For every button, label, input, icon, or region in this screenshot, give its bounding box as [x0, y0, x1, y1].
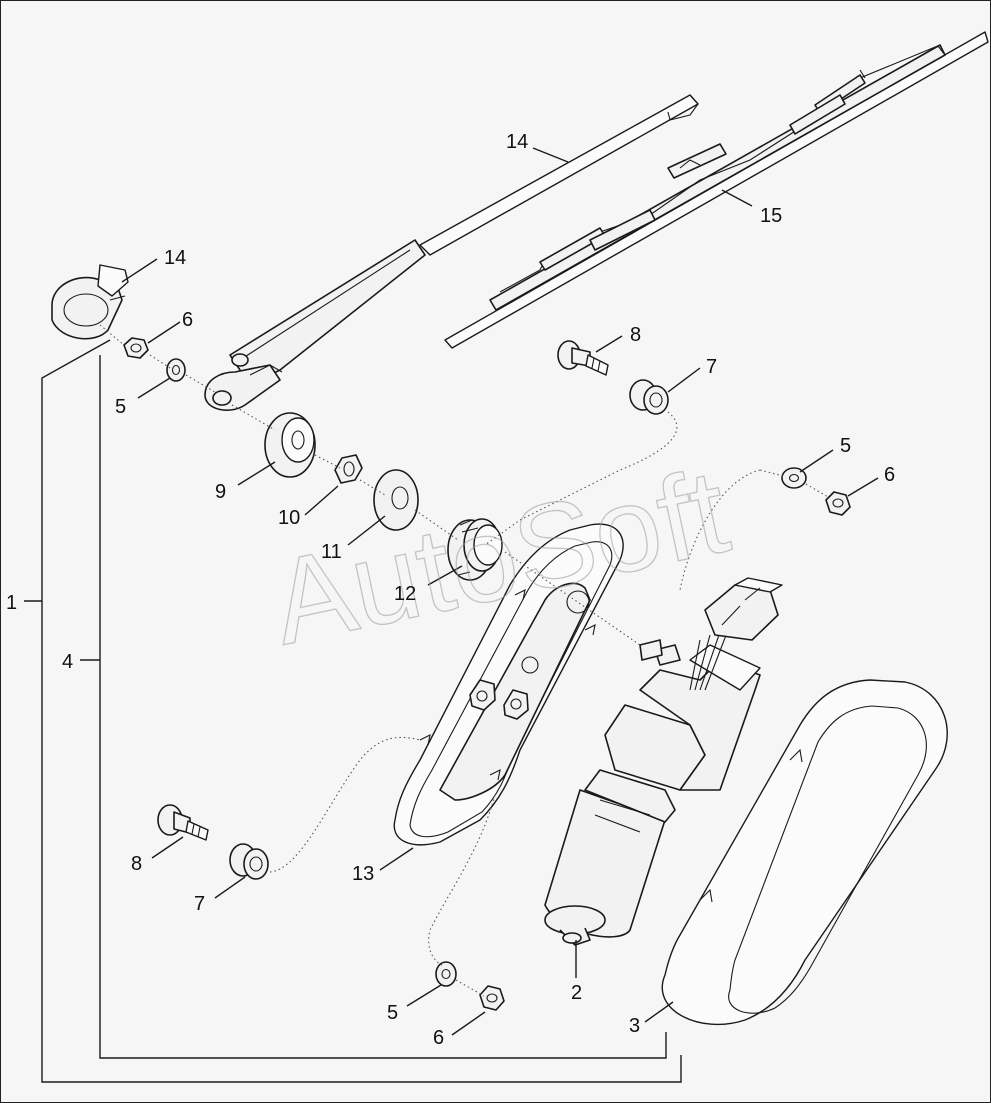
callout-10: 10 — [278, 507, 300, 529]
callout-7-bottom: 7 — [194, 893, 205, 915]
washer-11 — [373, 469, 419, 531]
callout-8-top: 8 — [630, 324, 641, 346]
callout-6-bottom: 6 — [433, 1027, 444, 1049]
nut-6-bottom — [479, 985, 505, 1011]
nut-10 — [334, 454, 363, 484]
leader-lines — [121, 147, 879, 1036]
callout-4: 4 — [62, 651, 73, 673]
callout-6-left: 6 — [182, 309, 193, 331]
wiper-motor-2 — [544, 577, 783, 946]
callout-2: 2 — [571, 982, 582, 1004]
bushing-7-bottom — [229, 843, 269, 880]
bolt-8-top — [557, 340, 609, 376]
callout-5-right: 5 — [840, 435, 851, 457]
bushing-7-top — [629, 379, 669, 415]
callout-15: 15 — [760, 205, 782, 227]
wiper-blade — [444, 31, 989, 349]
bushing-12 — [447, 518, 503, 581]
arm-cap — [51, 264, 129, 340]
washer-5-right — [781, 467, 807, 489]
assembly-bracket-1 — [41, 339, 682, 1083]
callout-9: 9 — [215, 481, 226, 503]
nut-6-left — [123, 337, 149, 359]
assembly-lines — [99, 324, 829, 997]
mounting-bracket-13 — [393, 523, 624, 846]
callout-1: 1 — [6, 592, 17, 614]
callout-3: 3 — [629, 1015, 640, 1037]
grommet-9 — [264, 412, 316, 478]
callout-14-arm: 14 — [506, 131, 528, 153]
washer-5-bottom — [435, 961, 457, 987]
callout-7-top: 7 — [706, 356, 717, 378]
washer-5-left — [166, 358, 186, 382]
callout-13: 13 — [352, 863, 374, 885]
callout-6-right: 6 — [884, 464, 895, 486]
callout-labels: 14 15 14 6 5 8 7 9 10 11 12 5 6 1 4 8 7 … — [6, 131, 895, 1049]
motor-cover-3 — [661, 679, 948, 1026]
callout-12: 12 — [394, 583, 416, 605]
callout-14-cap: 14 — [164, 247, 186, 269]
callout-11: 11 — [321, 541, 342, 563]
assembly-bracket-4 — [99, 355, 667, 1059]
callout-5-left: 5 — [115, 396, 126, 418]
callout-8-bottom: 8 — [131, 853, 142, 875]
bolt-8-bottom — [157, 804, 209, 841]
callout-5-bottom: 5 — [387, 1002, 398, 1024]
wiper-arm — [204, 94, 699, 411]
nut-6-right — [825, 491, 851, 516]
